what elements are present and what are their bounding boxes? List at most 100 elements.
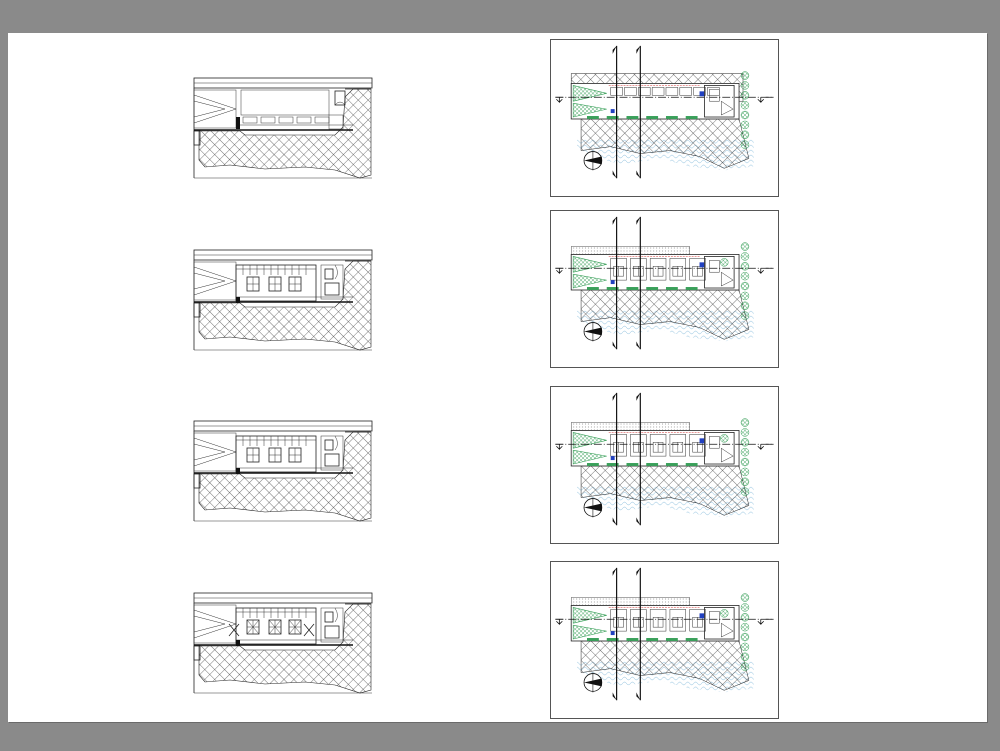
section-marker-icon — [555, 618, 564, 626]
section-marker-icon — [612, 392, 617, 401]
green-planter — [740, 301, 750, 310]
green-planter — [740, 477, 750, 486]
green-planter — [740, 418, 750, 427]
terrain-hatch — [198, 88, 372, 179]
green-planter — [740, 487, 750, 496]
section-linework — [193, 592, 373, 694]
service-core — [704, 607, 735, 640]
green-planter — [740, 438, 750, 447]
terrain-hatch — [580, 118, 750, 169]
terrain-hatch — [580, 289, 750, 340]
green-planter — [740, 311, 750, 320]
section-marker-icon — [636, 45, 641, 54]
green-planter — [740, 622, 750, 632]
section-marker-icon — [636, 567, 641, 576]
room — [669, 609, 686, 632]
green-planter — [740, 262, 750, 271]
green-planter — [740, 593, 750, 602]
room — [651, 87, 665, 96]
green-planter — [740, 632, 750, 642]
green-planter — [740, 652, 750, 661]
green-planter — [740, 110, 750, 120]
room — [630, 258, 647, 281]
room — [689, 434, 706, 457]
section-marker-icon — [636, 692, 641, 701]
room — [630, 434, 647, 457]
terrain-hatch — [198, 260, 372, 351]
building-section-2 — [193, 249, 373, 351]
section-linework — [193, 77, 373, 179]
section-marker-icon — [636, 392, 641, 401]
green-planter — [740, 130, 750, 139]
landscape-wedge — [572, 273, 607, 289]
plan-linework — [555, 567, 774, 701]
room — [689, 609, 706, 632]
stair-marker — [699, 438, 705, 444]
room — [610, 258, 627, 281]
green-planter — [740, 467, 750, 477]
green-planter — [740, 71, 750, 80]
green-planter — [740, 428, 750, 437]
green-planter — [740, 271, 750, 281]
green-planter — [740, 120, 750, 130]
section-marker-icon — [612, 216, 617, 225]
section-marker-icon — [612, 567, 617, 576]
section-marker-icon — [555, 96, 564, 104]
stair-marker — [699, 91, 705, 97]
room — [679, 87, 692, 96]
drawing-sheet — [8, 33, 987, 722]
green-planter — [740, 91, 750, 100]
section-marker-icon — [612, 170, 617, 179]
stair-marker — [699, 262, 705, 268]
green-planter — [740, 662, 750, 671]
green-planter — [740, 140, 750, 149]
green-planter — [740, 252, 750, 261]
north-arrow-icon — [583, 321, 603, 342]
green-planter — [740, 291, 750, 301]
service-core — [704, 85, 735, 118]
section-marker-icon — [612, 517, 617, 526]
room — [649, 434, 667, 457]
green-planter — [740, 642, 750, 652]
room — [689, 258, 706, 281]
terrain-hatch — [580, 640, 750, 691]
section-linework — [193, 420, 373, 522]
terrain-hatch — [580, 465, 750, 516]
building-section-3 — [193, 420, 373, 522]
section-marker-icon — [555, 443, 564, 451]
room — [610, 434, 627, 457]
green-planter — [740, 81, 750, 90]
green-planter — [740, 100, 750, 110]
section-marker-icon — [555, 267, 564, 275]
landscape-wedge — [572, 102, 607, 118]
room — [649, 609, 667, 632]
plan-linework — [555, 216, 774, 350]
building-section-1 — [193, 77, 373, 179]
service-core — [704, 432, 735, 465]
room — [669, 258, 686, 281]
section-marker-icon — [636, 341, 641, 350]
landscape-wedge — [572, 449, 607, 465]
terrain-hatch — [198, 603, 372, 694]
plan-linework — [555, 392, 774, 526]
section-marker-icon — [636, 216, 641, 225]
green-planter — [740, 242, 750, 251]
green-planter — [740, 281, 750, 291]
section-marker-icon — [612, 692, 617, 701]
floor-plan-3 — [550, 386, 779, 544]
section-linework — [193, 249, 373, 351]
floor-plan-2 — [550, 210, 779, 368]
terrain-hatch — [198, 431, 372, 522]
section-marker-icon — [757, 96, 774, 104]
green-planter — [740, 447, 750, 457]
section-marker-icon — [757, 267, 774, 275]
service-core — [704, 256, 735, 289]
terrain-hatch — [570, 422, 690, 431]
plan-linework — [555, 45, 774, 179]
room — [638, 87, 651, 96]
green-planter — [740, 457, 750, 467]
section-marker-icon — [612, 45, 617, 54]
room — [624, 87, 637, 96]
section-marker-icon — [757, 618, 774, 626]
landscape-wedge — [572, 624, 607, 640]
